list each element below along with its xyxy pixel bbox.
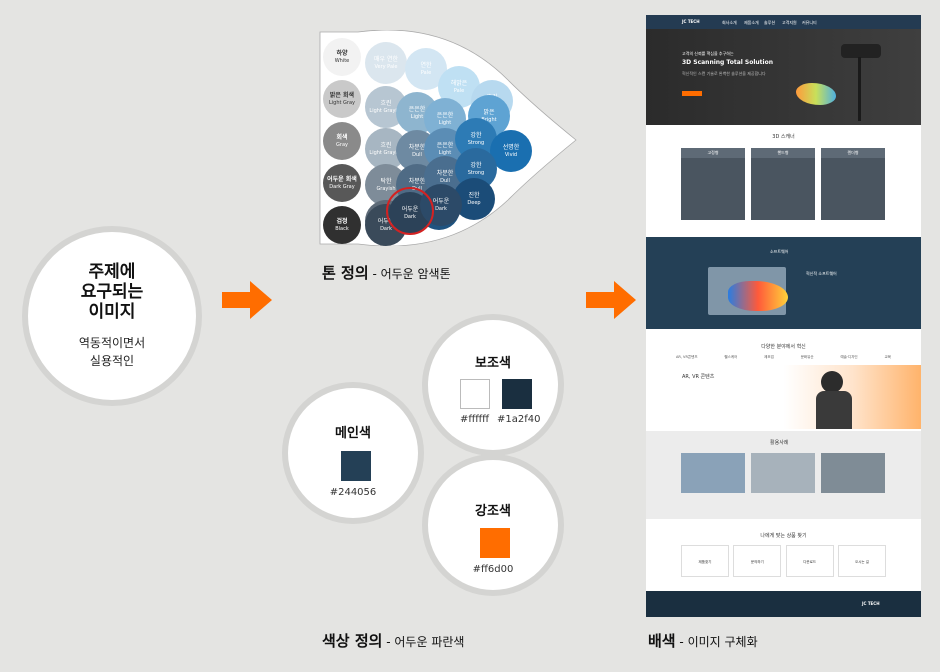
main-color-title: 메인색 xyxy=(335,426,371,441)
theme-circle xyxy=(28,232,196,400)
tone-label: 톤 정의 - 어두운 암색톤 xyxy=(322,264,451,282)
color-label: 색상 정의 - 어두운 파란색 xyxy=(322,632,465,650)
theme-subtitle: 역동적이면서 실용적인 xyxy=(78,336,146,368)
arrow-right-icon xyxy=(586,281,636,319)
secondary-color-circle xyxy=(428,320,558,450)
scanner-card: 렌더형 xyxy=(821,148,885,220)
hero: 고객의 신뢰를 핵심을 추구하는 3D Scanning Total Solut… xyxy=(646,29,921,125)
accent-color-swatch xyxy=(480,528,510,558)
software-section: 소프트웨어 혁신적 소프트웨어 xyxy=(646,237,921,329)
secondary-hex-2: #1a2f40 xyxy=(497,414,541,425)
secondary-swatch-navy xyxy=(502,379,532,409)
cases-section: 활용사례 xyxy=(646,431,921,519)
site-footer: JC TECH xyxy=(646,591,921,617)
website-mockup: JC TECH 회사소개 제품소개 솔루션 고객지원 커뮤니티 고객의 신뢰를 … xyxy=(646,15,921,617)
accent-color-hex: #ff6d00 xyxy=(472,564,514,575)
site-label: 배색 - 이미지 구체화 xyxy=(648,632,758,650)
highlight-ring xyxy=(386,187,434,235)
section-find: 나에게 맞는 상품 찾기 xyxy=(760,533,807,539)
main-color-swatch xyxy=(341,451,371,481)
section-fields: 다양한 분야에서 혁신 xyxy=(761,344,806,350)
secondary-color-title: 보조색 xyxy=(475,356,511,371)
scanner-card: 고정형 xyxy=(681,148,745,220)
arrow-right-icon xyxy=(222,281,272,319)
secondary-swatch-white xyxy=(460,379,490,409)
site-logo: JC TECH xyxy=(682,19,700,24)
secondary-hex-1: #ffffff xyxy=(460,414,490,425)
accent-color-circle xyxy=(428,460,558,590)
section-scanner: 3D 스캐너 xyxy=(772,134,795,140)
find-items: 제품찾기 문의하기 다운로드 오시는 길 xyxy=(681,545,886,577)
theme-title: 주제에 요구되는 이미지 xyxy=(80,262,144,322)
fields-banner: AR, VR 콘텐츠 xyxy=(646,365,921,429)
accent-color-title: 강조색 xyxy=(475,504,511,519)
scanner-card: 핸드형 xyxy=(751,148,815,220)
site-nav: JC TECH 회사소개 제품소개 솔루션 고객지원 커뮤니티 xyxy=(646,15,921,29)
main-color-hex: #244056 xyxy=(329,487,377,498)
